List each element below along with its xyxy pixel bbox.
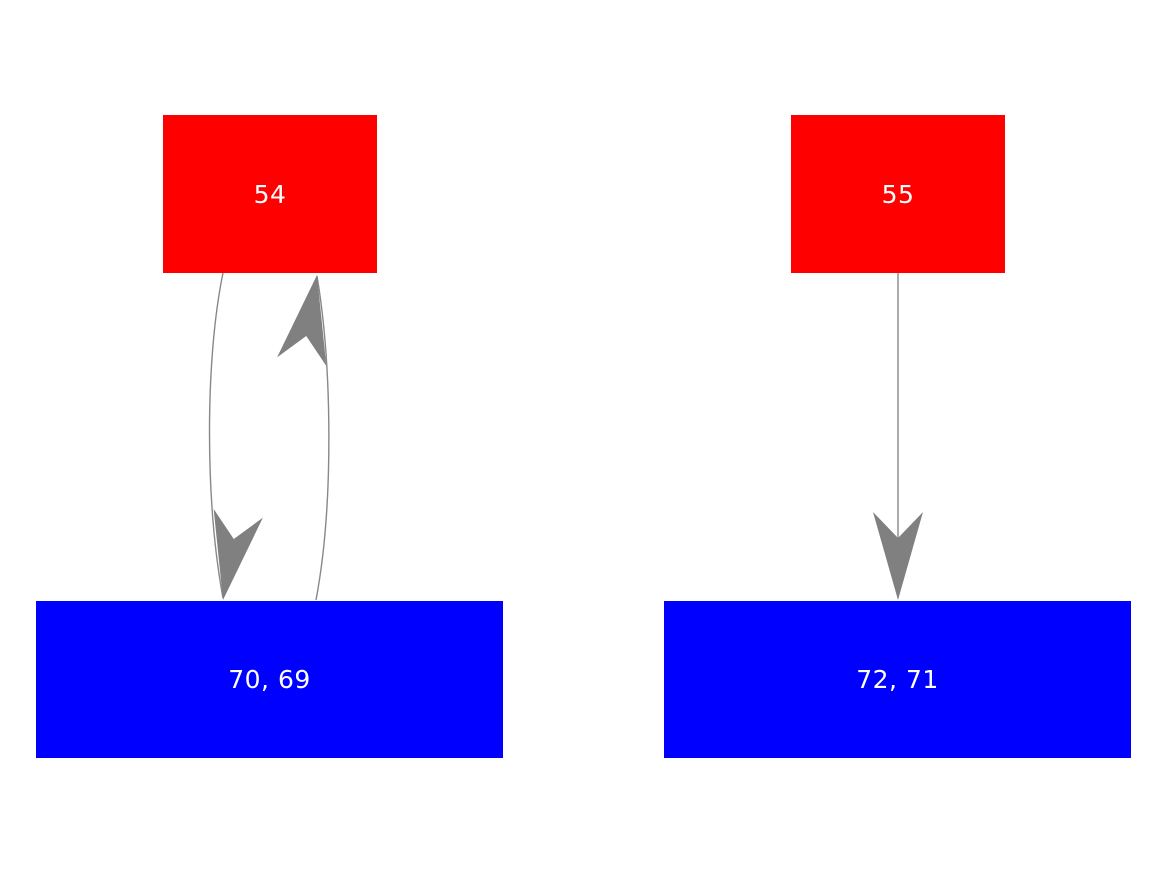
edge-group-down-right[interactable]: [873, 273, 923, 600]
node-label: 70, 69: [228, 665, 311, 694]
arrowhead-down-55-to-7271: [873, 512, 923, 600]
arrowhead-up-7069-to-54: [277, 275, 327, 367]
node-source-55[interactable]: 55: [791, 115, 1005, 273]
node-source-54[interactable]: 54: [163, 115, 377, 273]
edge-group-down-left[interactable]: [198, 272, 263, 604]
node-label: 54: [253, 179, 287, 209]
edge-group-up-left[interactable]: [277, 271, 342, 601]
edge-line-54-to-7069: [208, 272, 224, 599]
node-target-70-69[interactable]: 70, 69: [36, 601, 503, 758]
node-label: 72, 71: [856, 665, 939, 694]
node-target-72-71[interactable]: 72, 71: [664, 601, 1131, 758]
node-label: 55: [881, 179, 915, 209]
edge-line-7069-to-54: [315, 275, 330, 601]
arrowhead-down-54-to-7069: [213, 508, 263, 600]
